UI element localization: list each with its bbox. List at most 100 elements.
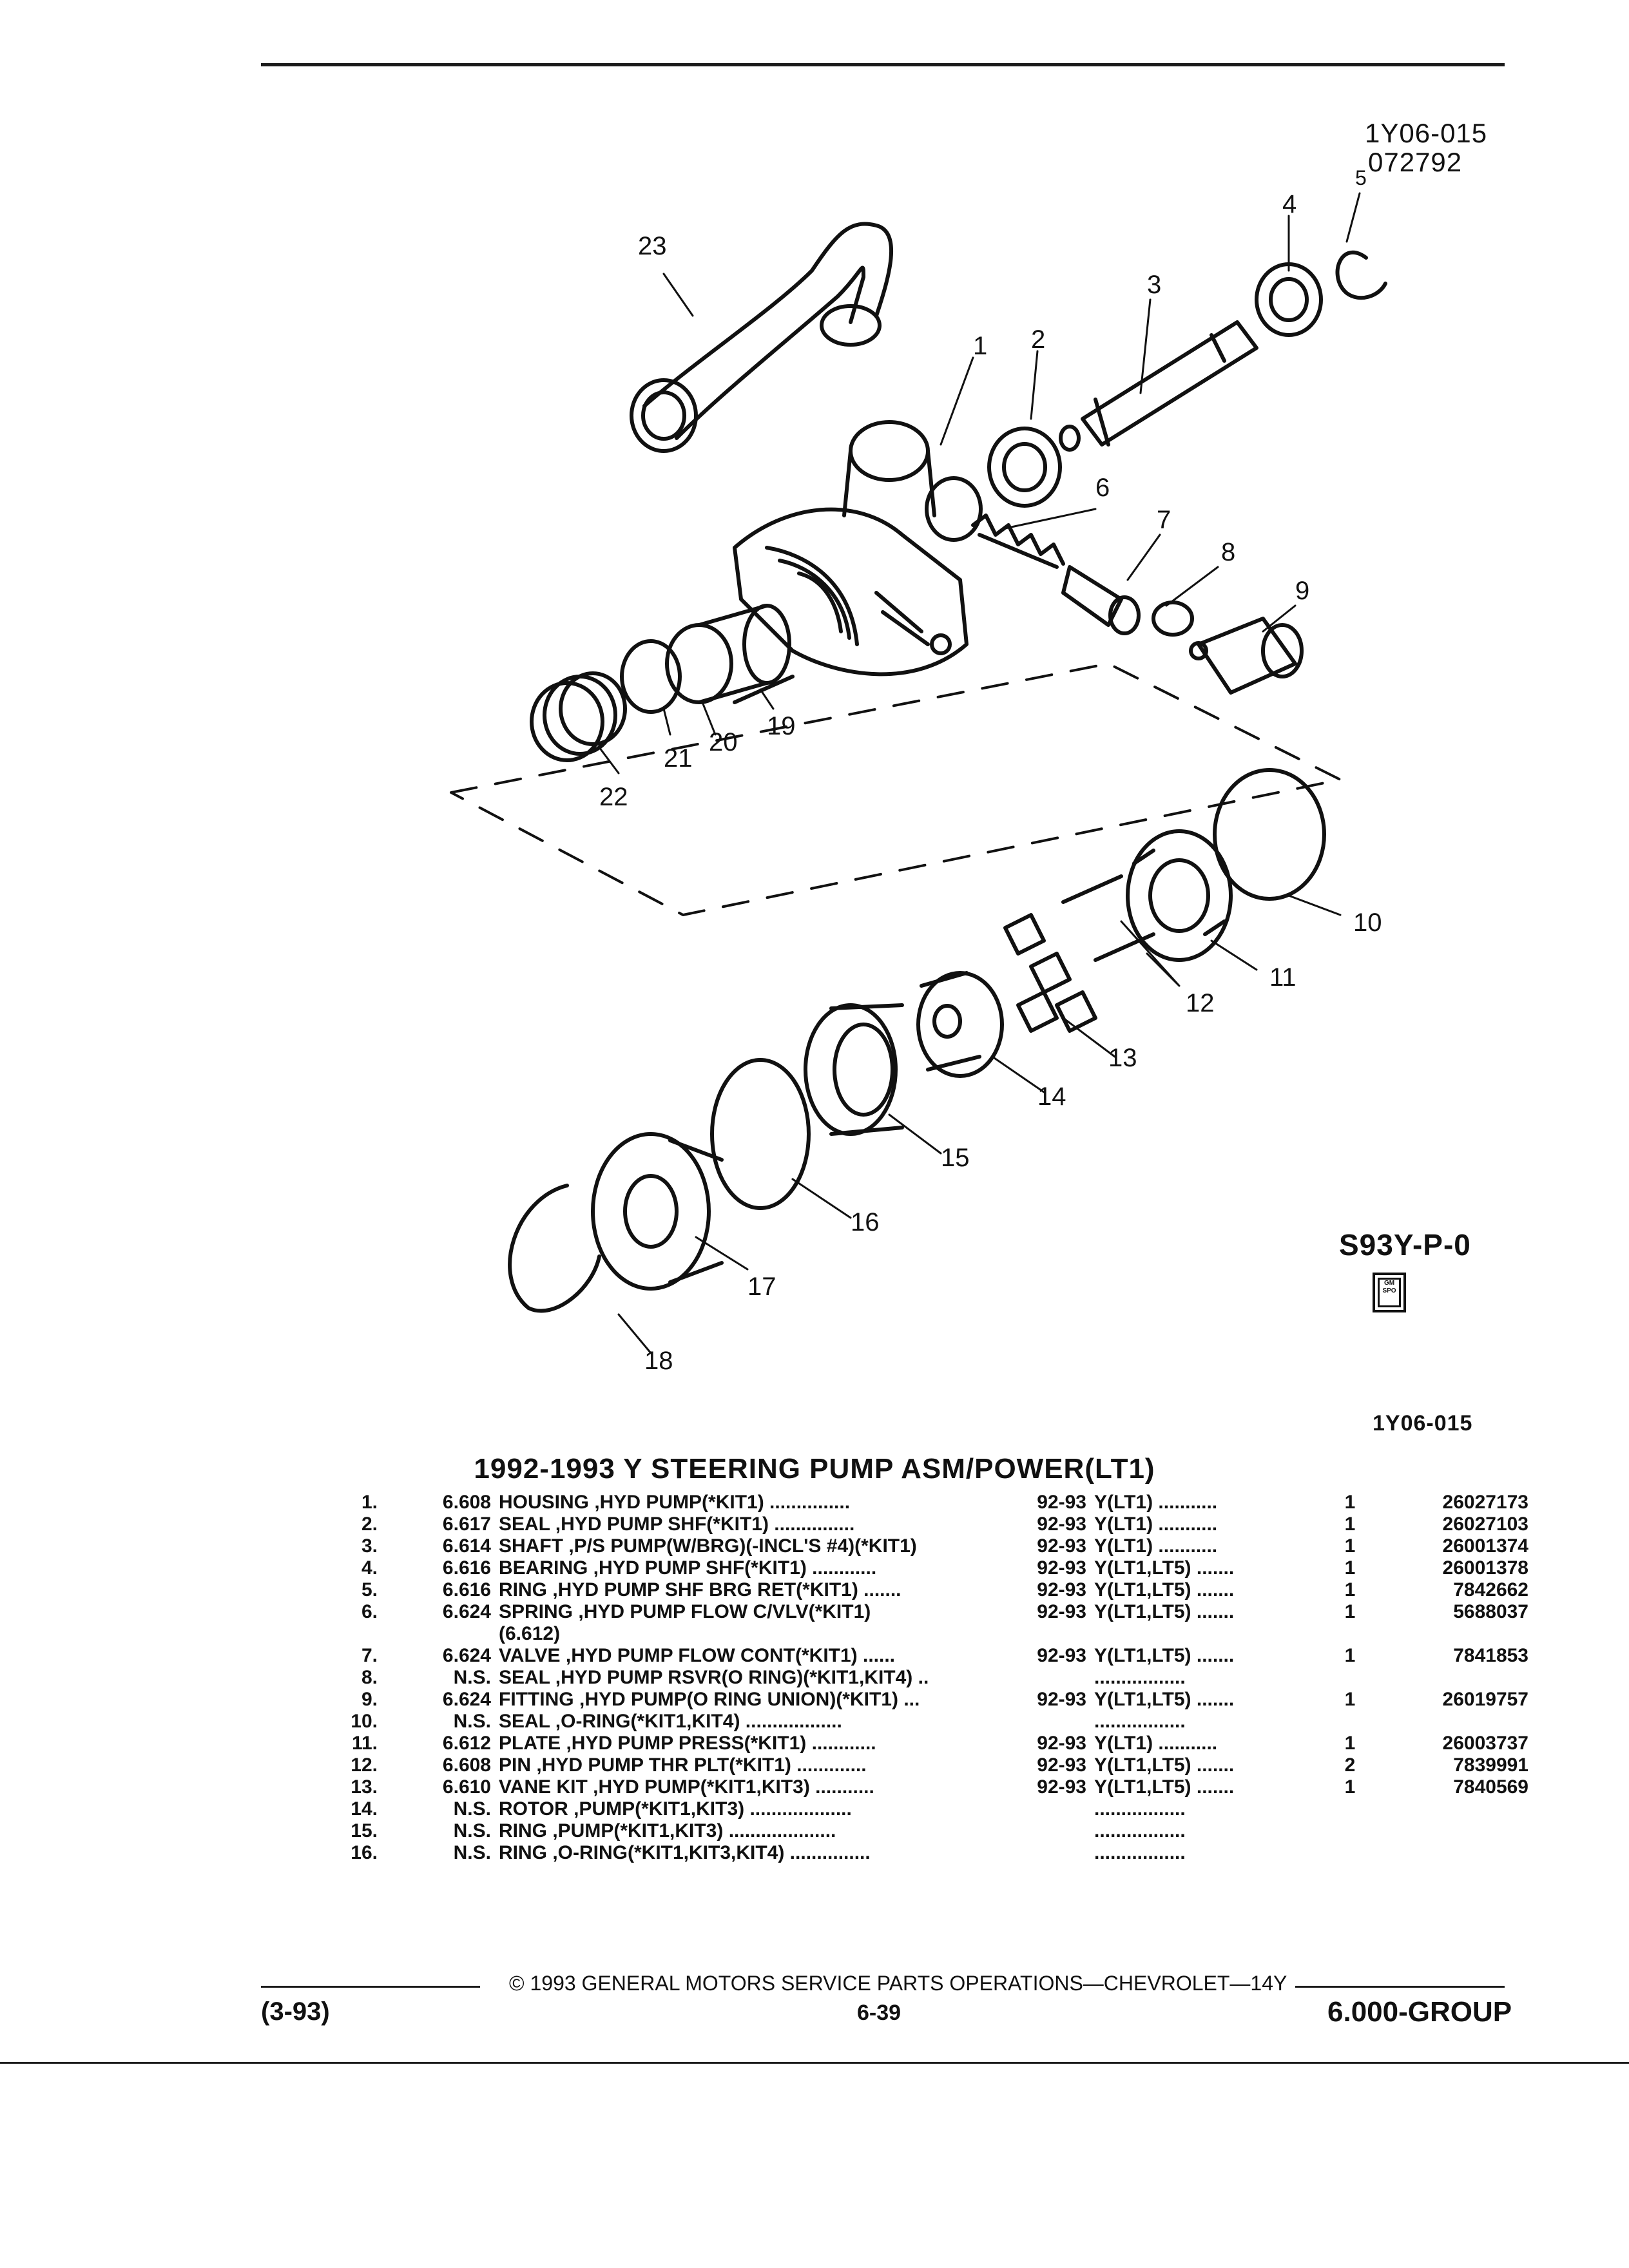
quantity: 1 bbox=[1344, 1514, 1356, 1535]
group-number: N.S. bbox=[453, 1798, 491, 1820]
item-number: 14. bbox=[351, 1798, 378, 1820]
retaining-ring-5 bbox=[1335, 251, 1387, 300]
model-usage: ................. bbox=[1094, 1842, 1186, 1863]
callout-3: 3 bbox=[1147, 271, 1161, 299]
o-ring-8 bbox=[1152, 601, 1194, 637]
quantity: 1 bbox=[1344, 1689, 1356, 1710]
callout-17: 17 bbox=[747, 1273, 776, 1301]
callout-10: 10 bbox=[1353, 908, 1382, 937]
item-number: 15. bbox=[351, 1820, 378, 1841]
section-code: S93Y-P-0 bbox=[1339, 1228, 1471, 1262]
quantity: 1 bbox=[1344, 1579, 1356, 1600]
callout-16: 16 bbox=[851, 1208, 880, 1236]
callout-20: 20 bbox=[709, 728, 738, 756]
part-number: 26027173 bbox=[1442, 1492, 1528, 1513]
part-number: 26027103 bbox=[1442, 1514, 1528, 1535]
model-years: 92-93 bbox=[1037, 1557, 1086, 1579]
gm-spo-logo-inner: GM SPO bbox=[1378, 1278, 1401, 1307]
part-number: 7839991 bbox=[1453, 1754, 1528, 1776]
part-number bbox=[1370, 1820, 1532, 1842]
table-row: 14. N.S. ROTOR ,PUMP(*KIT1,KIT3) .......… bbox=[303, 1798, 1532, 1820]
empty-cell bbox=[1090, 1623, 1330, 1645]
model-years: 92-93 bbox=[1037, 1579, 1086, 1600]
callout-12: 12 bbox=[1186, 989, 1215, 1017]
model-years: 92-93 bbox=[1037, 1754, 1086, 1776]
table-row: 11. 6.612 PLATE ,HYD PUMP PRESS(*KIT1) .… bbox=[303, 1733, 1532, 1754]
spring-22 bbox=[530, 671, 627, 762]
part-description: RING ,PUMP(*KIT1,KIT3) .................… bbox=[499, 1820, 836, 1841]
item-number: 13. bbox=[351, 1776, 378, 1798]
callout-13: 13 bbox=[1108, 1044, 1137, 1072]
table-row: 1. 6.608 HOUSING ,HYD PUMP(*KIT1) ......… bbox=[303, 1492, 1532, 1514]
o-ring-10 bbox=[1213, 768, 1326, 901]
model-usage: Y(LT1,LT5) ....... bbox=[1094, 1754, 1235, 1776]
part-number: 26019757 bbox=[1442, 1689, 1528, 1710]
quantity bbox=[1330, 1842, 1370, 1864]
model-years bbox=[1012, 1842, 1090, 1864]
quantity: 1 bbox=[1344, 1557, 1356, 1579]
callout-9: 9 bbox=[1295, 577, 1309, 605]
group-number: N.S. bbox=[453, 1667, 491, 1688]
pump-shaft-3 bbox=[1059, 320, 1258, 452]
part-description: SEAL ,HYD PUMP SHF(*KIT1) ..............… bbox=[499, 1514, 855, 1535]
quantity: 1 bbox=[1344, 1733, 1356, 1754]
part-description: SHAFT ,P/S PUMP(W/BRG)(-INCL'S #4)(*KIT1… bbox=[499, 1535, 917, 1557]
quantity: 1 bbox=[1344, 1535, 1356, 1557]
model-usage: Y(LT1,LT5) ....... bbox=[1094, 1557, 1235, 1579]
part-number bbox=[1370, 1798, 1532, 1820]
quantity bbox=[1330, 1820, 1370, 1842]
copyright-line: © 1993 GENERAL MOTORS SERVICE PARTS OPER… bbox=[509, 1972, 1287, 1995]
callout-23: 23 bbox=[638, 232, 667, 260]
table-row: 8. N.S. SEAL ,HYD PUMP RSVR(O RING)(*KIT… bbox=[303, 1667, 1532, 1689]
group-number: N.S. bbox=[453, 1820, 491, 1841]
model-usage: Y(LT1,LT5) ....... bbox=[1094, 1776, 1235, 1798]
revision-date: (3-93) bbox=[261, 1997, 330, 2026]
gm-spo-logo: GM SPO bbox=[1373, 1273, 1406, 1312]
table-row: 10. N.S. SEAL ,O-RING(*KIT1,KIT4) ......… bbox=[303, 1711, 1532, 1733]
item-number: 4. bbox=[361, 1557, 378, 1579]
quantity: 1 bbox=[1344, 1492, 1356, 1513]
footer-rule-right bbox=[1295, 1986, 1505, 1988]
end-plate-17 bbox=[591, 1132, 724, 1291]
group-number: 6.614 bbox=[442, 1535, 491, 1557]
model-usage: Y(LT1,LT5) ....... bbox=[1094, 1579, 1235, 1600]
logo-text: GM SPO bbox=[1382, 1280, 1396, 1294]
part-description: SPRING ,HYD PUMP FLOW C/VLV(*KIT1) bbox=[499, 1601, 871, 1622]
pin-12a bbox=[1061, 874, 1123, 904]
model-years bbox=[1012, 1820, 1090, 1842]
table-row: 13. 6.610 VANE KIT ,HYD PUMP(*KIT1,KIT3)… bbox=[303, 1776, 1532, 1798]
callout-18: 18 bbox=[644, 1347, 673, 1375]
model-years: 92-93 bbox=[1037, 1689, 1086, 1710]
model-years: 92-93 bbox=[1037, 1776, 1086, 1798]
model-usage: Y(LT1,LT5) ....... bbox=[1094, 1689, 1235, 1710]
page-number: 6-39 bbox=[857, 2001, 901, 2025]
item-number: 6. bbox=[361, 1601, 378, 1622]
model-usage: Y(LT1) ........... bbox=[1094, 1492, 1218, 1513]
part-description: RING ,O-RING(*KIT1,KIT3,KIT4) ..........… bbox=[499, 1842, 871, 1863]
o-ring-16 bbox=[710, 1058, 811, 1210]
table-row: 12. 6.608 PIN ,HYD PUMP THR PLT(*KIT1) .… bbox=[303, 1754, 1532, 1776]
item-number: 16. bbox=[351, 1842, 378, 1863]
item-number: 1. bbox=[361, 1492, 378, 1513]
callout-1: 1 bbox=[973, 332, 987, 360]
callout-19: 19 bbox=[767, 712, 796, 740]
rotor-14 bbox=[916, 971, 1004, 1078]
item-number: 2. bbox=[361, 1514, 378, 1535]
empty-cell bbox=[1012, 1623, 1090, 1645]
dashed-plane bbox=[450, 662, 1342, 916]
shaft-bearing-4 bbox=[1255, 262, 1323, 337]
empty-cell bbox=[403, 1623, 495, 1645]
pump-housing-1 bbox=[733, 420, 983, 677]
table-row-continuation: (6.612) bbox=[303, 1623, 1532, 1645]
table-row: 15. N.S. RING ,PUMP(*KIT1,KIT3) ........… bbox=[303, 1820, 1532, 1842]
date-code: 072792 bbox=[1368, 147, 1463, 177]
group-number: 6.608 bbox=[442, 1492, 491, 1513]
item-number: 11. bbox=[351, 1733, 378, 1754]
group-number: N.S. bbox=[453, 1711, 491, 1732]
part-number: 26001378 bbox=[1442, 1557, 1528, 1579]
callout-7: 7 bbox=[1157, 506, 1171, 534]
model-years: 92-93 bbox=[1037, 1514, 1086, 1535]
group-label: 6.000-GROUP bbox=[1327, 1996, 1512, 2028]
part-number: 26001374 bbox=[1442, 1535, 1528, 1557]
model-years: 92-93 bbox=[1037, 1535, 1086, 1557]
